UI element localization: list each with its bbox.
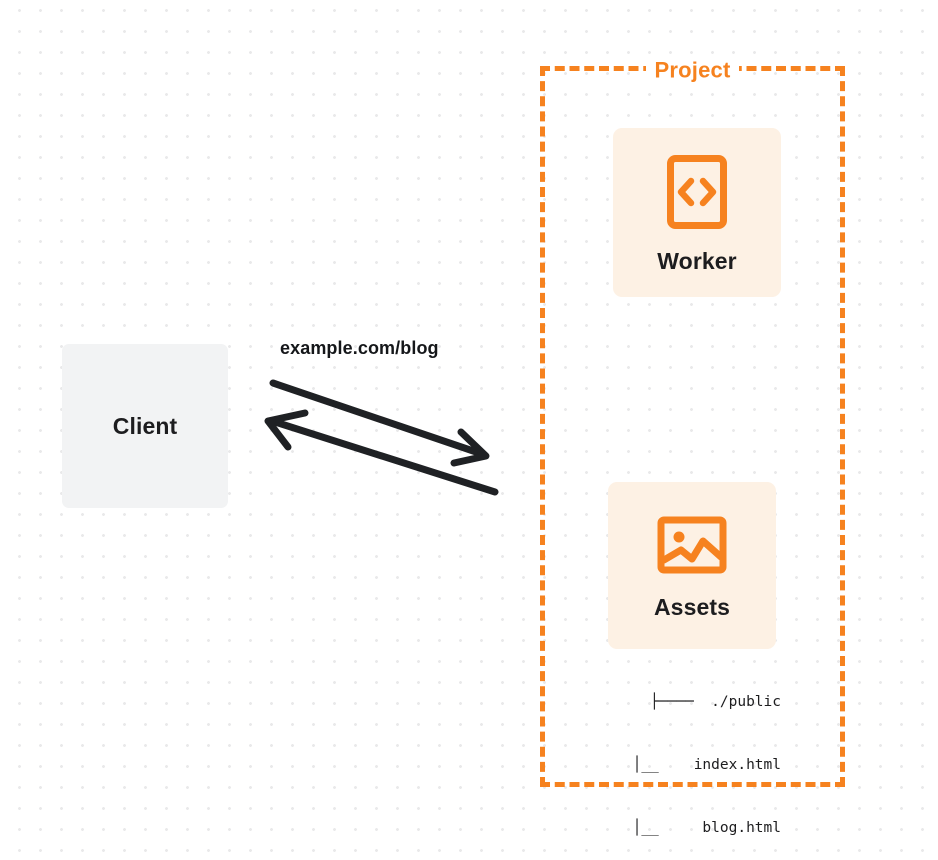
assets-card[interactable]: Assets: [608, 482, 776, 649]
client-node[interactable]: Client: [62, 344, 228, 508]
code-brackets-icon: [666, 154, 728, 230]
file-tree-line: │__ index.html: [615, 757, 781, 773]
image-icon: [657, 516, 727, 574]
worker-card[interactable]: Worker: [613, 128, 781, 297]
project-group-label: Project: [645, 57, 740, 84]
file-tree-line: ├──── ./public: [650, 694, 781, 710]
response-arrow-icon: [264, 409, 499, 496]
asset-file-tree: ├──── ./public │__ index.html │__ blog.h…: [565, 650, 781, 860]
project-group-boundary: Project: [540, 57, 845, 787]
worker-card-label: Worker: [657, 248, 737, 274]
file-tree-line: │__ blog.html: [615, 820, 781, 836]
assets-card-label: Assets: [653, 594, 731, 620]
request-arrow-icon: [269, 379, 490, 467]
client-node-label: Client: [112, 412, 178, 439]
connection-url-label: example.com/blog: [280, 338, 439, 358]
